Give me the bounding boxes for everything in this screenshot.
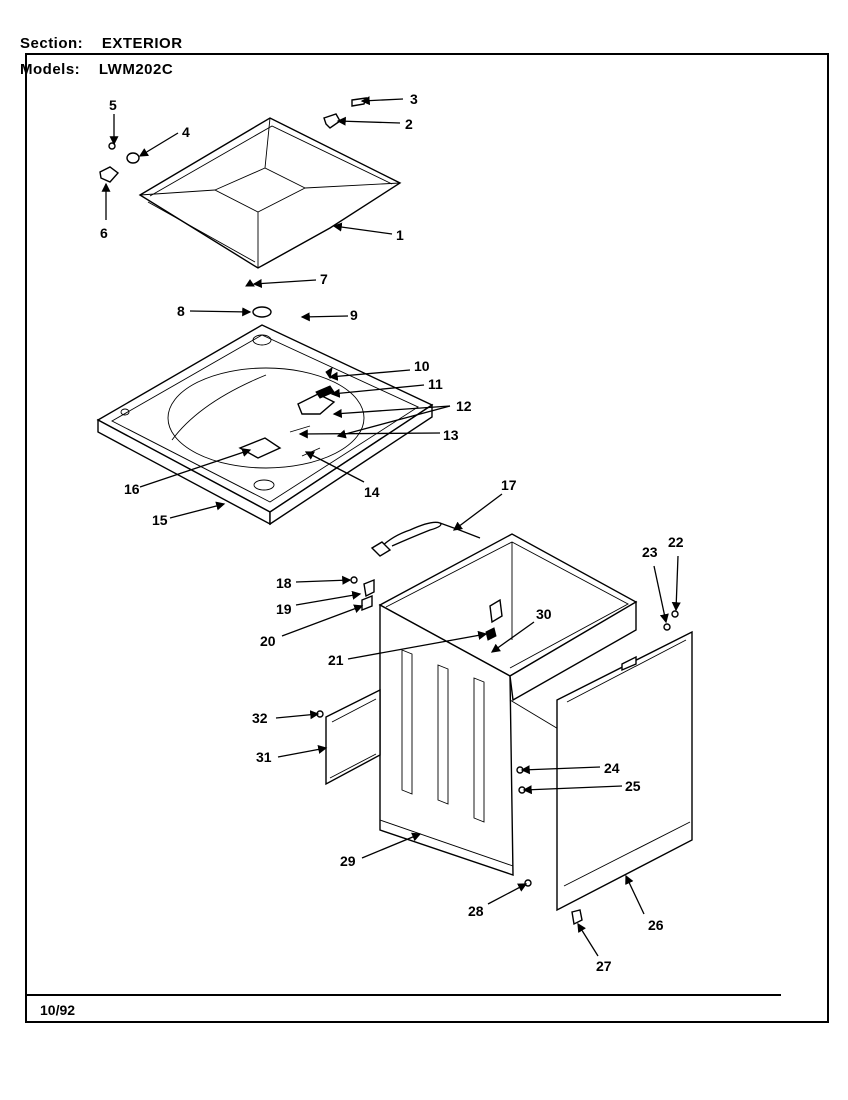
callout-21: 21 [328,652,344,668]
power-cord-part [370,521,481,557]
callout-17: 17 [501,477,517,493]
callout-27: 27 [596,958,612,974]
lid-hardware [99,97,368,287]
section-key: Section: [20,35,84,52]
top-frame-part [96,306,434,526]
service-panel-part [325,688,381,786]
section-value: EXTERIOR [101,35,183,52]
footer-date: 10/92 [40,1002,76,1018]
callout-9: 9 [350,307,358,323]
callout-10: 10 [414,358,430,374]
callout-7: 7 [320,271,328,287]
callout-28: 28 [468,903,484,919]
models-key: Models: [20,61,81,78]
callout-15: 15 [152,512,168,528]
callout-22: 22 [668,534,684,550]
callout-4: 4 [182,124,190,140]
callout-5: 5 [109,97,117,113]
callout-16: 16 [124,481,140,497]
footer-divider [25,994,781,996]
callout-29: 29 [340,853,356,869]
callout-8: 8 [177,303,185,319]
callout-18: 18 [276,575,292,591]
callout-14: 14 [364,484,380,500]
leader-lines [101,96,681,957]
side-panel-part [556,630,693,912]
callout-3: 3 [410,91,418,107]
cabinet-part [378,533,638,876]
section-heading: Section: EXTERIOR [20,35,183,52]
top-lid-part [138,117,402,269]
callout-labels: 1 2 3 4 5 6 7 8 9 10 11 12 13 14 15 16 1… [100,91,684,974]
models-heading: Models: LWM202C [20,61,173,78]
callout-26: 26 [648,917,664,933]
callout-23: 23 [642,544,658,560]
callout-11: 11 [428,376,443,392]
callout-12: 12 [456,398,472,414]
callout-31: 31 [256,749,272,765]
callout-24: 24 [604,760,620,776]
callout-1: 1 [396,227,404,243]
callout-13: 13 [443,427,459,443]
callout-19: 19 [276,601,292,617]
callout-25: 25 [625,778,641,794]
callout-30: 30 [536,606,552,622]
diagram-frame [25,53,829,1023]
callout-6: 6 [100,225,108,241]
callout-2: 2 [405,116,413,132]
models-value: LWM202C [98,61,174,78]
small-hardware [316,576,679,926]
callout-20: 20 [260,633,276,649]
callout-32: 32 [252,710,268,726]
